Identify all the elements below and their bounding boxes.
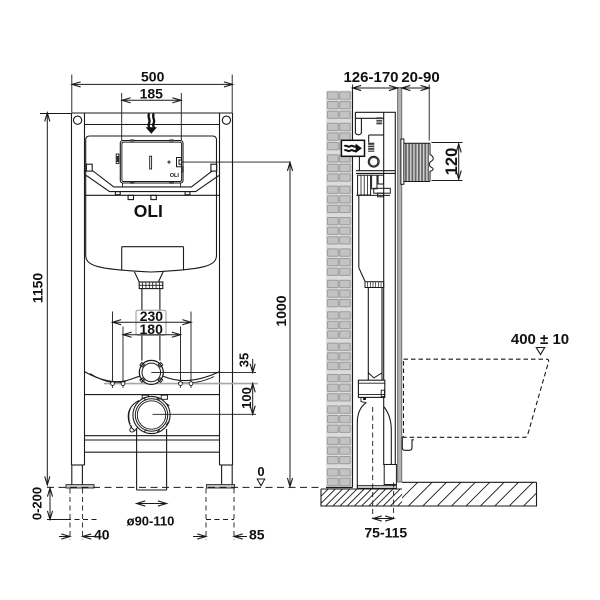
svg-text:126-170: 126-170 xyxy=(343,69,398,86)
svg-text:20-90: 20-90 xyxy=(401,69,439,86)
svg-text:35: 35 xyxy=(237,353,252,367)
svg-text:ø90-110: ø90-110 xyxy=(127,514,175,529)
svg-text:400 ± 10: 400 ± 10 xyxy=(511,331,569,348)
svg-text:1150: 1150 xyxy=(29,273,45,304)
svg-text:230: 230 xyxy=(140,308,164,324)
svg-text:1000: 1000 xyxy=(273,295,289,326)
svg-text:180: 180 xyxy=(140,321,164,337)
svg-text:0: 0 xyxy=(257,464,264,479)
svg-text:85: 85 xyxy=(249,526,265,542)
svg-text:185: 185 xyxy=(140,85,164,101)
svg-text:120: 120 xyxy=(443,148,461,176)
svg-text:500: 500 xyxy=(141,69,165,85)
svg-text:OLI: OLI xyxy=(134,201,163,221)
svg-text:40: 40 xyxy=(94,526,110,542)
svg-text:OLI: OLI xyxy=(170,173,180,179)
svg-text:75-115: 75-115 xyxy=(364,525,407,541)
svg-text:0-200: 0-200 xyxy=(30,487,45,520)
svg-text:100: 100 xyxy=(239,387,254,409)
